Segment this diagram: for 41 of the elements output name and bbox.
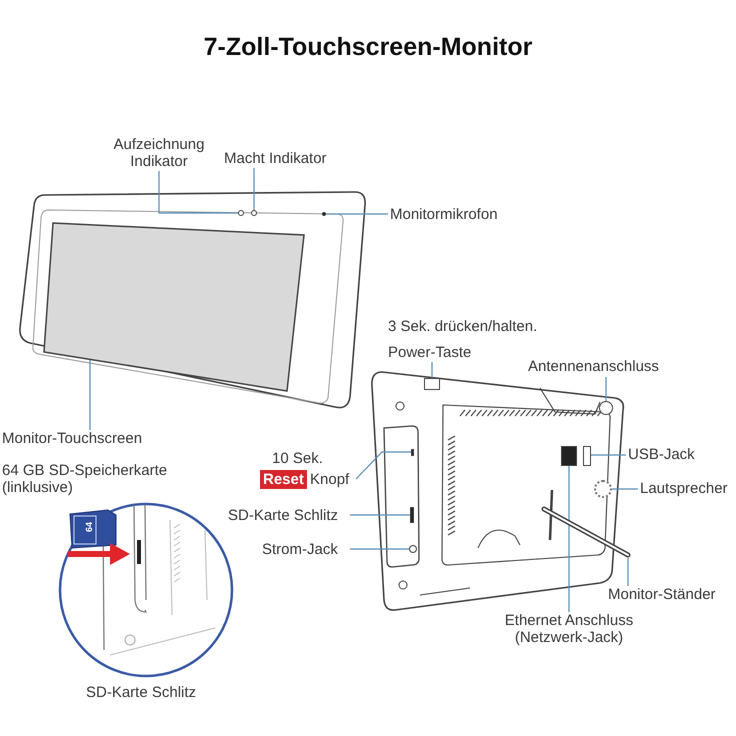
callout-label: Ethernet Anschluss (Netzwerk-Jack) <box>494 612 644 646</box>
leader-line <box>326 213 388 215</box>
usb-port <box>583 446 591 466</box>
callout-label: Monitormikrofon <box>390 206 498 223</box>
leader-line <box>568 466 570 612</box>
leader-line <box>627 558 629 586</box>
callout-text: Knopf <box>310 471 350 488</box>
callout-text: 10 Sek. <box>272 450 323 467</box>
leader-line <box>605 377 607 401</box>
microphone-hole <box>322 212 326 216</box>
touchscreen <box>43 222 305 392</box>
callout-label: Strom-Jack <box>262 541 338 558</box>
leader-line <box>253 168 255 210</box>
callout-label: Monitor-Touchscreen <box>2 430 142 447</box>
highlight-tag: Reset <box>260 470 307 489</box>
sd-card-slot <box>410 507 414 523</box>
leader-line <box>158 171 238 214</box>
power-button <box>424 378 440 390</box>
ethernet-port <box>561 446 577 466</box>
title: 7-Zoll-Touchscreen-Monitor <box>202 32 534 62</box>
leader-line <box>431 362 433 378</box>
callout-label: Antennenanschluss <box>528 358 659 375</box>
callout-label: Lautsprecher <box>640 480 728 497</box>
leader-line <box>591 454 626 456</box>
monitor-stand <box>540 505 632 558</box>
leader-line <box>89 360 91 430</box>
callout-label: Power-Taste <box>388 344 472 361</box>
callout-label: Monitor-Ständer <box>608 586 716 603</box>
caption-text: 3 Sek. drücken/halten. <box>388 318 538 335</box>
callout-label: 64 GB SD-Speicherkarte (linklusive) <box>2 462 168 496</box>
reset-button <box>411 449 414 456</box>
callout-label: Aufzeichnung Indikator <box>100 136 218 170</box>
callout-label: SD-Karte Schlitz <box>228 507 338 524</box>
caption-text: SD-Karte Schlitz <box>86 684 196 701</box>
callout-label: Macht Indikator <box>224 150 327 167</box>
leader-line <box>612 488 638 490</box>
leader-line <box>356 451 411 480</box>
leader-line <box>350 514 410 516</box>
callout-label: USB-Jack <box>628 446 695 463</box>
card-capacity-text: 64 <box>84 522 94 532</box>
leader-line <box>350 548 409 550</box>
